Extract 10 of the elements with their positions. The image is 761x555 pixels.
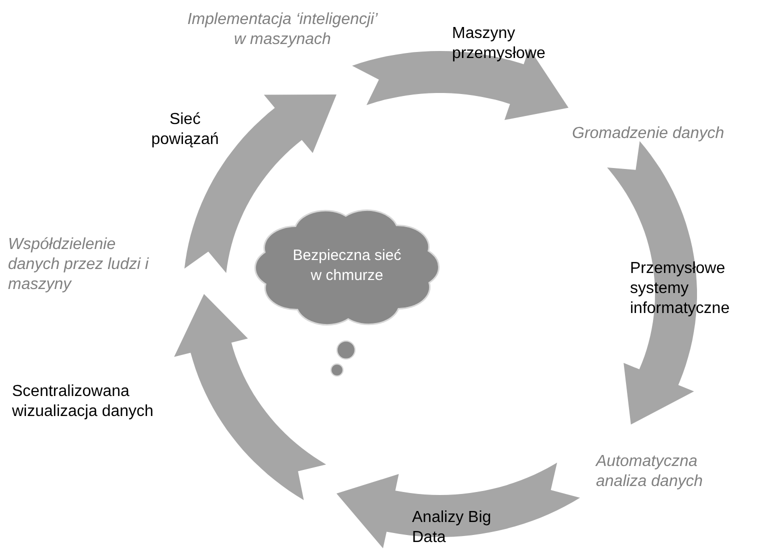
transition-label: Implementacja ‘inteligencji’ w maszynach: [186, 10, 379, 50]
transition-label: Współdzielenie danych przez ludzi i maszyny: [8, 235, 150, 295]
transition-label: Gromadzenie danych: [572, 124, 726, 144]
stage-label: Sieć powiązań: [150, 110, 220, 150]
stage-label: Scentralizowana wizualizacja danych: [12, 382, 154, 422]
cloud-text: Bezpieczna sieć w chmurze: [292, 246, 402, 286]
stage-label: Przemysłowe systemy informatyczne: [630, 259, 731, 319]
transition-label: Automatyczna analiza danych: [596, 452, 704, 492]
stage-label: Maszyny przemysłowe: [452, 24, 546, 64]
stage-label: Analizy Big Data: [412, 508, 492, 548]
